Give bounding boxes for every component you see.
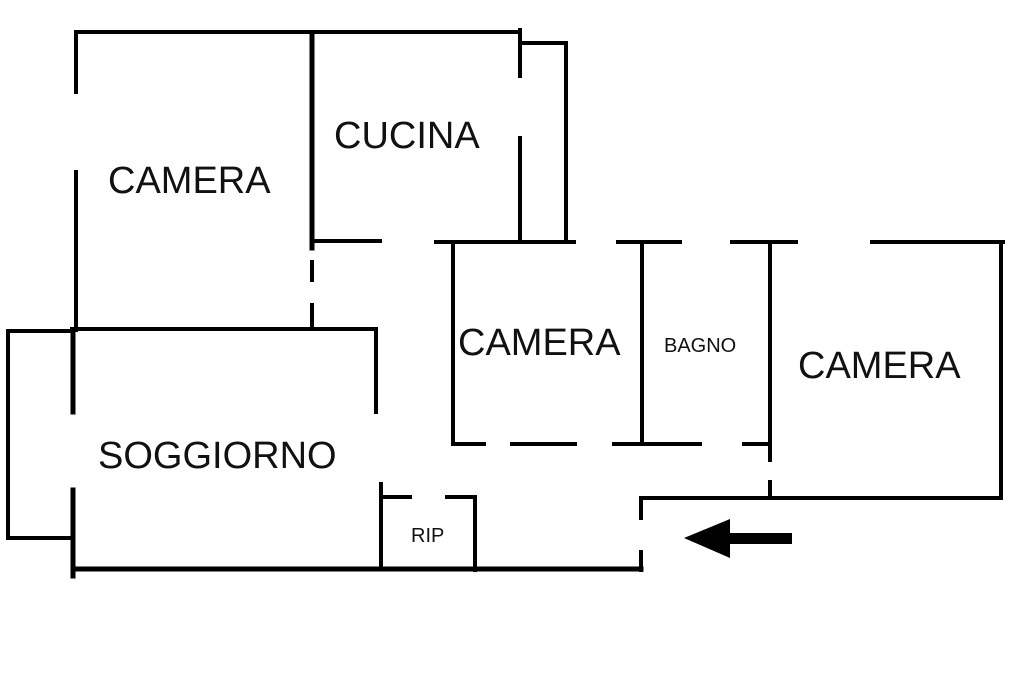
room-label-camera-right: CAMERA <box>798 345 961 387</box>
room-label-rip: RIP <box>411 525 445 547</box>
room-label-camera-center: CAMERA <box>458 322 621 364</box>
room-label-bagno: BAGNO <box>664 335 737 357</box>
room-label-camera-top-left: CAMERA <box>108 160 271 202</box>
room-label-soggiorno: SOGGIORNO <box>98 435 337 477</box>
arrow-left-icon <box>684 519 792 558</box>
walls <box>6 28 1005 579</box>
room-label-cucina: CUCINA <box>334 115 480 157</box>
